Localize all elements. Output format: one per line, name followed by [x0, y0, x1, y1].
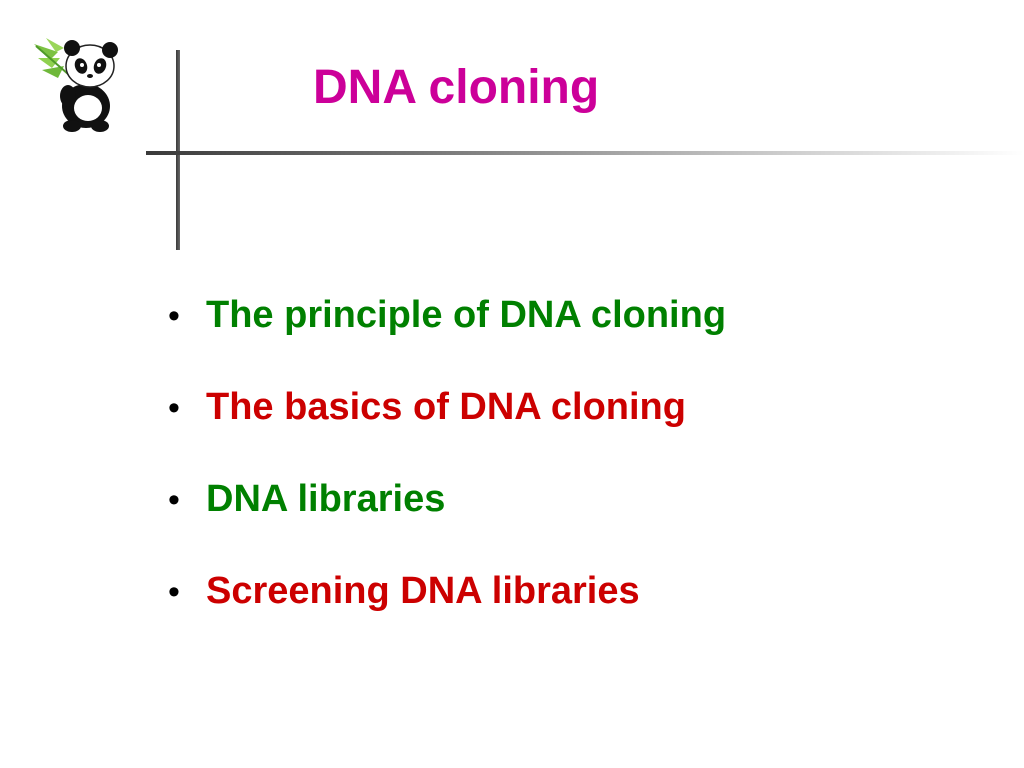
- bullet-item-screening: • Screening DNA libraries: [168, 569, 726, 661]
- bullet-dot: •: [168, 481, 180, 519]
- bullet-text: DNA libraries: [206, 478, 446, 520]
- vertical-divider: [176, 50, 180, 250]
- bullet-dot: •: [168, 297, 180, 335]
- bullet-text: The principle of DNA cloning: [206, 294, 727, 336]
- bullet-list: • The principle of DNA cloning • The bas…: [168, 293, 726, 661]
- slide-title: DNA cloning: [313, 61, 600, 114]
- bullet-dot: •: [168, 389, 180, 427]
- bullet-dot: •: [168, 573, 180, 611]
- bullet-item-principle: • The principle of DNA cloning: [168, 293, 726, 385]
- bullet-text: Screening DNA libraries: [206, 570, 640, 612]
- bullet-text: The basics of DNA cloning: [206, 386, 686, 428]
- horizontal-divider: [146, 151, 1024, 155]
- bullet-item-libraries: • DNA libraries: [168, 477, 726, 569]
- bullet-item-basics: • The basics of DNA cloning: [168, 385, 726, 477]
- panda-with-bamboo-icon: [34, 38, 118, 132]
